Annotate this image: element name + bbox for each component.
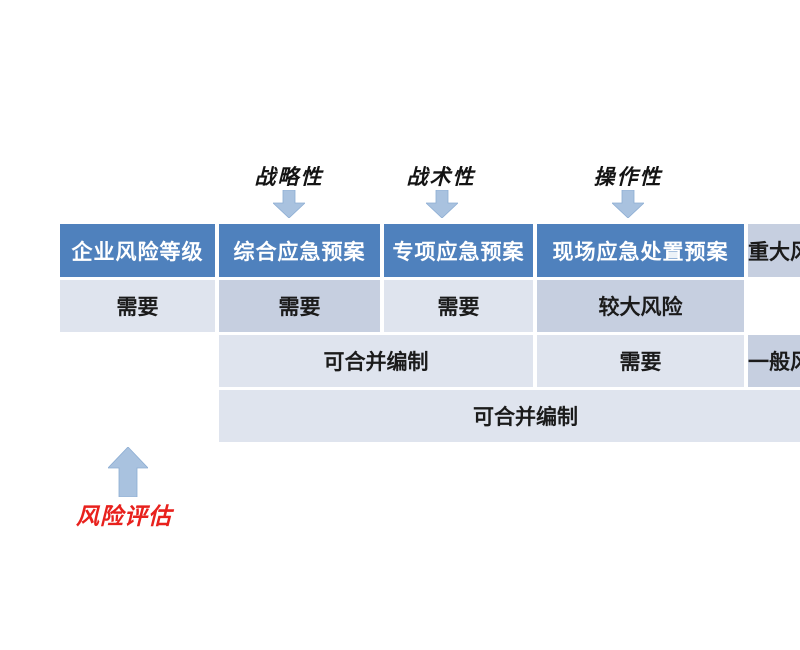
row-level-general: 一般风险	[748, 335, 800, 387]
label-strategic: 战略性	[254, 165, 324, 189]
row-level-major: 重大风险	[748, 224, 800, 277]
risk-assessment-label: 风险评估	[76, 504, 172, 529]
down-arrow-icon	[612, 190, 644, 218]
header-comprehensive-plan: 综合应急预案	[219, 224, 380, 277]
table-cell: 需要	[537, 335, 744, 387]
table-cell-highlighted: 需要	[219, 280, 380, 332]
label-tactical: 战术性	[406, 165, 476, 189]
table-cell-merged: 可合并编制	[219, 390, 800, 442]
table-cell: 需要	[384, 280, 533, 332]
header-special-plan: 专项应急预案	[384, 224, 533, 277]
table-cell-merged: 可合并编制	[219, 335, 533, 387]
header-onsite-plan: 现场应急处置预案	[537, 224, 744, 277]
row-level-larger: 较大风险	[537, 280, 744, 332]
down-arrow-icon	[426, 190, 458, 218]
up-arrow-icon	[108, 447, 148, 497]
table-cell: 需要	[60, 280, 215, 332]
label-operational: 操作性	[593, 165, 663, 189]
down-arrow-icon	[273, 190, 305, 218]
header-risk-level: 企业风险等级	[60, 224, 215, 277]
risk-plan-table: 企业风险等级 综合应急预案 专项应急预案 现场应急处置预案 重大风险 需要 需要…	[60, 224, 800, 442]
